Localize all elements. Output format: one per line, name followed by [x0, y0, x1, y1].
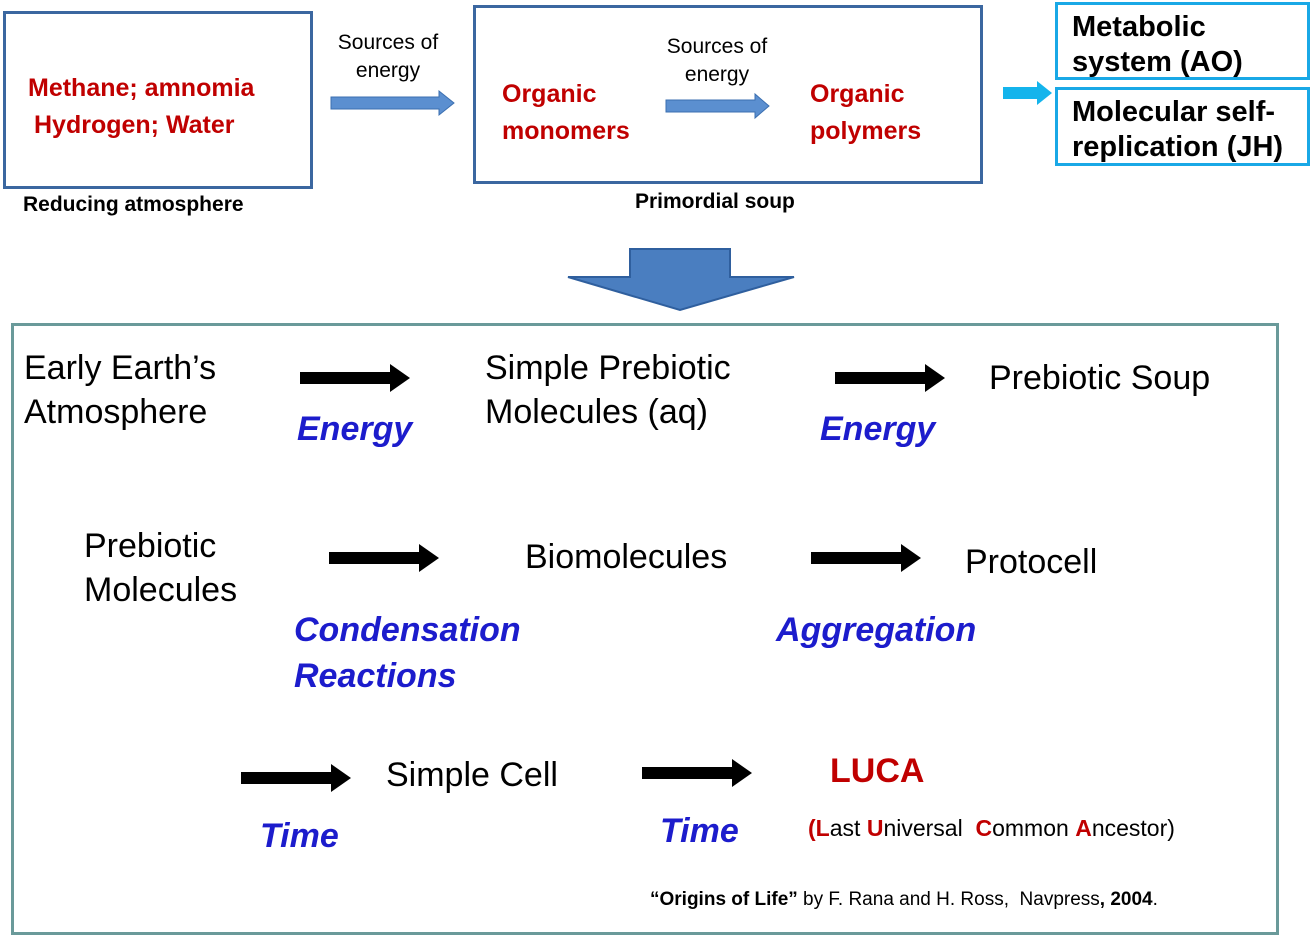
black-arrow-r3a	[241, 764, 351, 792]
process-energy-2: Energy	[820, 410, 936, 448]
luca-initial-a: A	[1075, 815, 1092, 841]
condensation-line2: Reactions	[294, 657, 457, 695]
process-condensation: Condensation Reactions	[294, 607, 521, 699]
luca-word-last: ast	[829, 815, 867, 841]
metabolic-line1: Metabolic	[1072, 11, 1206, 43]
luca-initial-u: U	[866, 815, 884, 841]
citation-period: .	[1152, 889, 1158, 910]
luca-paren-close: )	[1167, 815, 1175, 841]
luca-word-ancestor: ncestor	[1091, 815, 1168, 841]
organic-polymers-line1: Organic	[810, 80, 905, 108]
energy-label-2: Sources of energy	[652, 33, 782, 89]
luca-word-universal: niversal	[883, 815, 976, 841]
atmosphere-gases-line1: Methane; amnomia	[28, 74, 255, 102]
simple-cell: Simple Cell	[386, 756, 558, 794]
luca-expansion: (Last Universal Common Ancestor)	[808, 813, 1175, 843]
primordial-soup-caption: Primordial soup	[635, 190, 795, 213]
simple-prebiotic-line2: Molecules (aq)	[485, 393, 708, 431]
prebiotic-molecules-line1: Prebiotic	[84, 527, 217, 565]
down-arrow	[567, 248, 795, 312]
self-replication-line2: replication (JH)	[1072, 131, 1284, 163]
energy-label-1-line1: Sources of	[337, 31, 439, 54]
simple-prebiotic-molecules: Simple Prebiotic Molecules (aq)	[485, 346, 731, 434]
organic-monomers-line1: Organic	[502, 80, 597, 108]
luca-paren-open: (	[808, 815, 816, 841]
black-arrow-r2b	[811, 544, 921, 572]
luca-word-common: ommon	[992, 815, 1076, 841]
organic-monomers-line2: monomers	[502, 117, 630, 145]
early-earth-atmosphere: Early Earth’s Atmosphere	[24, 346, 216, 434]
prebiotic-soup: Prebiotic Soup	[989, 359, 1211, 397]
energy-label-1-line2: energy	[355, 59, 421, 82]
black-arrow-r3b	[642, 759, 752, 787]
black-arrow-r1a	[300, 364, 410, 392]
simple-prebiotic-line1: Simple Prebiotic	[485, 349, 731, 387]
prebiotic-molecules: Prebiotic Molecules	[84, 524, 237, 612]
primordial-soup-box: Organic monomers Sources of energy Organ…	[473, 5, 983, 184]
energy-label-2-line1: Sources of	[666, 35, 768, 58]
cyan-arrow	[1003, 81, 1052, 105]
citation-title: “Origins of Life”	[650, 889, 798, 910]
self-replication-box: Molecular self- replication (JH)	[1055, 87, 1310, 166]
process-time-2: Time	[660, 812, 739, 850]
condensation-line1: Condensation	[294, 611, 521, 649]
process-time-1: Time	[260, 817, 339, 855]
blue-arrow-1	[330, 89, 455, 117]
black-arrow-r2a	[329, 544, 439, 572]
citation-year: 2004	[1105, 889, 1153, 910]
early-earth-line1: Early Earth’s	[24, 349, 217, 387]
process-aggregation: Aggregation	[776, 611, 977, 649]
metabolic-system-box: Metabolic system (AO)	[1055, 2, 1310, 80]
organic-polymers-line2: polymers	[810, 117, 922, 145]
atmosphere-gases-line2: Hydrogen; Water	[34, 111, 235, 139]
energy-label-1: Sources of energy	[325, 29, 451, 85]
energy-label-2-line2: energy	[684, 63, 750, 86]
luca-initial-c: C	[975, 815, 993, 841]
prebiotic-molecules-line2: Molecules	[84, 571, 238, 609]
biomolecules: Biomolecules	[525, 538, 728, 576]
metabolic-line2: system (AO)	[1072, 46, 1243, 78]
organic-monomers: Organic monomers	[502, 76, 630, 150]
citation-authors: by F. Rana and H. Ross, Navpress	[797, 889, 1100, 910]
black-arrow-r1b	[835, 364, 945, 392]
citation-comma: ,	[1099, 889, 1106, 910]
self-replication-line1: Molecular self-	[1072, 96, 1276, 128]
protocell: Protocell	[965, 543, 1098, 581]
reducing-atmosphere-caption: Reducing atmosphere	[23, 193, 244, 216]
process-panel	[11, 323, 1279, 935]
luca-title: LUCA	[830, 752, 925, 790]
reducing-atmosphere-box: Methane; amnomia Hydrogen; Water	[3, 11, 313, 189]
organic-polymers: Organic polymers	[810, 76, 921, 150]
early-earth-line2: Atmosphere	[24, 393, 208, 431]
blue-arrow-2	[665, 92, 770, 120]
citation: “Origins of Life” by F. Rana and H. Ross…	[650, 887, 1158, 913]
process-energy-1: Energy	[297, 410, 413, 448]
luca-initial-l: L	[815, 815, 830, 841]
